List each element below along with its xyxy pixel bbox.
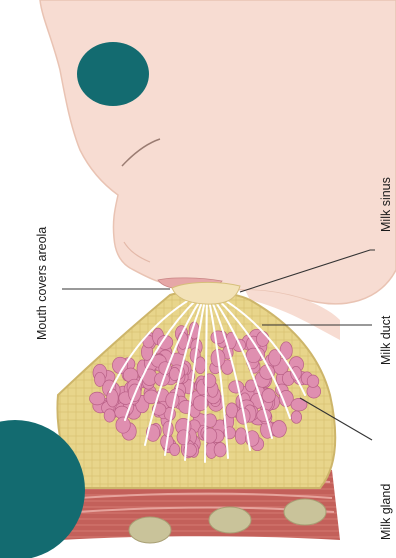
gland-lobule bbox=[104, 409, 115, 422]
label-milk-gland: Milk gland bbox=[379, 484, 393, 540]
gland-lobule bbox=[291, 411, 301, 423]
label-milk-sinus: Milk sinus bbox=[379, 177, 393, 232]
gland-lobule bbox=[116, 417, 130, 433]
baby-head bbox=[40, 0, 396, 304]
gland-lobule bbox=[170, 444, 180, 456]
gland-lobule bbox=[195, 357, 206, 374]
rib bbox=[129, 517, 171, 543]
gland-lobule bbox=[226, 403, 238, 418]
label-mouth-covers-areola: Mouth covers areola bbox=[35, 227, 49, 340]
rib bbox=[209, 507, 251, 533]
gland-lobule bbox=[90, 392, 105, 405]
rib bbox=[284, 499, 326, 525]
gland-lobule bbox=[235, 428, 246, 444]
gland-lobule bbox=[272, 421, 287, 438]
gland-lobule bbox=[214, 443, 226, 457]
gland-lobule bbox=[307, 375, 319, 387]
label-milk-duct: Milk duct bbox=[379, 315, 393, 365]
gland-lobule bbox=[257, 331, 269, 346]
baby-face bbox=[40, 0, 396, 304]
gland-lobule bbox=[107, 389, 119, 407]
gland-lobule bbox=[262, 389, 275, 403]
eye-icon bbox=[77, 42, 149, 106]
